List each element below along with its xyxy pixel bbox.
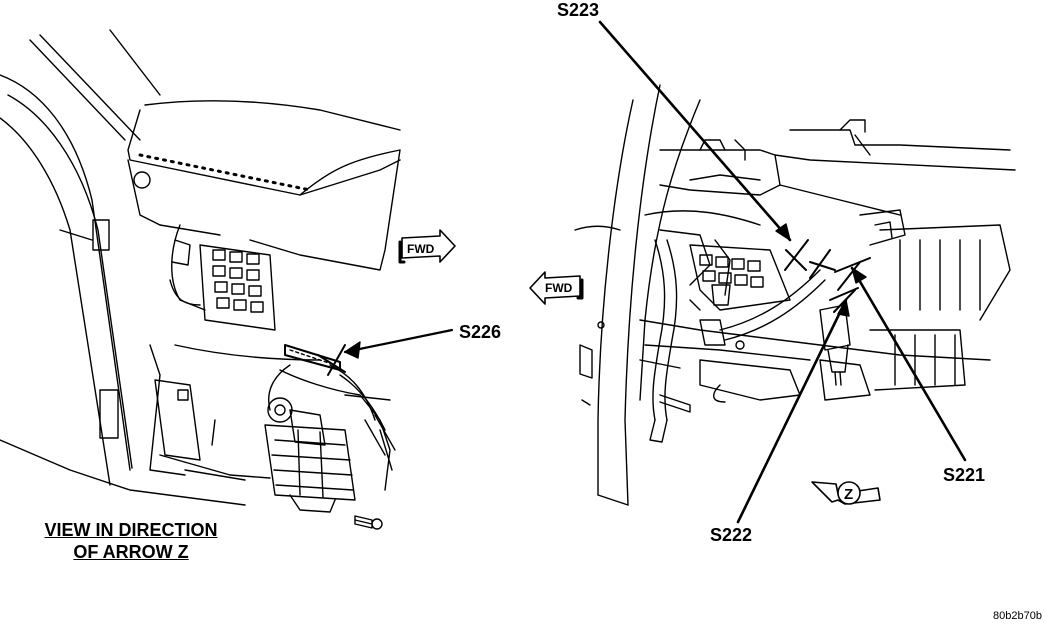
- right-view-wire-harness: [649, 239, 851, 443]
- fwd-arrow-left-view-icon: [398, 229, 456, 264]
- fwd-label-right-view: FWD: [545, 281, 573, 295]
- view-caption: VIEW IN DIRECTION OF ARROW Z: [0, 519, 262, 563]
- s223-leader-line: [598, 20, 836, 279]
- z-arrow-icon: [811, 481, 881, 505]
- right-view-dash-top: [659, 119, 1016, 216]
- left-view-connector-block: [169, 224, 276, 331]
- callout-s222: S222: [710, 525, 752, 545]
- left-view-a-pillar: [0, 29, 246, 506]
- view-caption-line-1: VIEW IN DIRECTION: [44, 520, 218, 540]
- z-arrow-label: Z: [844, 486, 853, 503]
- callout-s221: S221: [943, 465, 985, 485]
- callout-s226: S226: [459, 322, 501, 342]
- right-view-a-pillar: [574, 84, 701, 506]
- fwd-arrow-right-view-icon: [529, 271, 584, 305]
- left-view-wire-harness: [264, 344, 396, 513]
- fwd-label-left-view: FWD: [407, 242, 435, 256]
- left-view-screw-icon: [354, 515, 383, 530]
- s226-leader-line: [317, 328, 454, 376]
- s221-leader-line: [834, 257, 967, 462]
- callout-s223: S223: [557, 0, 599, 20]
- s222-leader-line: [736, 287, 859, 524]
- view-caption-line-2: OF ARROW Z: [73, 542, 189, 562]
- left-view-kick-panel: [149, 344, 321, 481]
- right-view-hvac-housing: [639, 209, 1011, 403]
- left-view-instrument-panel: [127, 100, 401, 271]
- image-id: 80b2b70b: [993, 610, 1042, 622]
